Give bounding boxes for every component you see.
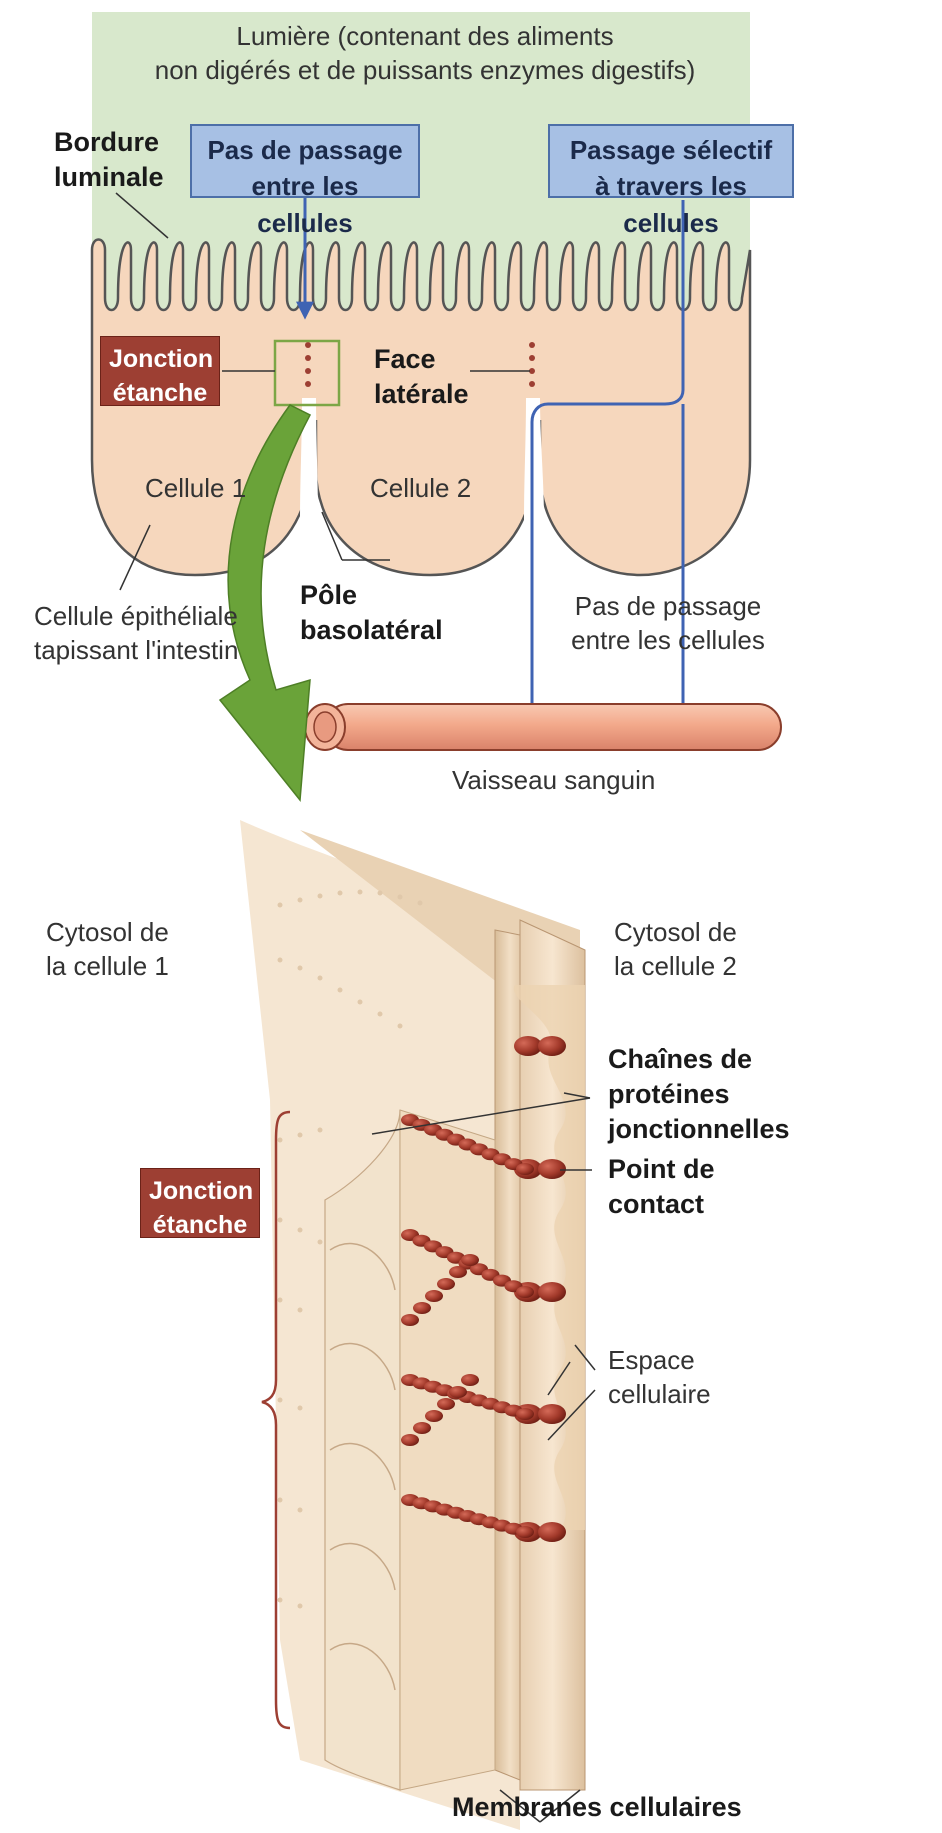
cell1-label: Cellule 1 (145, 472, 246, 506)
cytosol1-label: Cytosol de la cellule 1 (46, 916, 169, 984)
blood-vessel (305, 704, 781, 750)
selective-passage-box: Passage sélectif à travers les cellules (548, 124, 794, 198)
protein-chains-label: Chaînes de protéines jonctionnelles (608, 1042, 790, 1147)
protein-bead (516, 1408, 534, 1420)
protein-bead (437, 1278, 455, 1290)
tight-junction-bottom-label: Jonction étanche (140, 1168, 260, 1238)
protein-bead (516, 1163, 534, 1175)
protein-bead (461, 1254, 479, 1266)
cytosol2-label: Cytosol de la cellule 2 (614, 916, 737, 984)
protein-bead (437, 1398, 455, 1410)
blood-vessel-label: Vaisseau sanguin (452, 764, 655, 798)
cell-membranes-label: Membranes cellulaires (452, 1790, 742, 1825)
lumen-label: Lumière (contenant des aliments non digé… (120, 20, 730, 88)
protein-bead (425, 1410, 443, 1422)
no-passage-bottom-label: Pas de passage entre les cellules (548, 590, 788, 658)
protein-bead (516, 1526, 534, 1538)
protein-bead (449, 1386, 467, 1398)
protein-bead (538, 1036, 566, 1056)
protein-bead (401, 1314, 419, 1326)
protein-bead (413, 1422, 431, 1434)
protein-bead (538, 1522, 566, 1542)
protein-bead (413, 1302, 431, 1314)
epithelial-cell-label: Cellule épithéliale tapissant l'intestin (34, 600, 238, 668)
protein-bead (449, 1266, 467, 1278)
contact-point-label: Point de contact (608, 1152, 715, 1222)
protein-bead (538, 1282, 566, 1302)
protein-bead (538, 1159, 566, 1179)
membrane-left (495, 930, 520, 1780)
protein-bead (514, 1036, 542, 1056)
cell-space-label: Espace cellulaire (608, 1344, 711, 1412)
bordure-luminale-label: Bordure luminale (54, 125, 164, 195)
cell2-label: Cellule 2 (370, 472, 471, 506)
protein-bead (538, 1404, 566, 1424)
protein-bead (425, 1290, 443, 1302)
no-passage-box: Pas de passage entre les cellules (190, 124, 420, 198)
protein-bead (401, 1434, 419, 1446)
protein-bead (516, 1286, 534, 1298)
tight-junction-top-label: Jonction étanche (100, 336, 220, 406)
pole-basolateral-label: Pôle basolatéral (300, 578, 443, 648)
protein-bead (461, 1374, 479, 1386)
face-laterale-label: Face latérale (374, 342, 469, 412)
